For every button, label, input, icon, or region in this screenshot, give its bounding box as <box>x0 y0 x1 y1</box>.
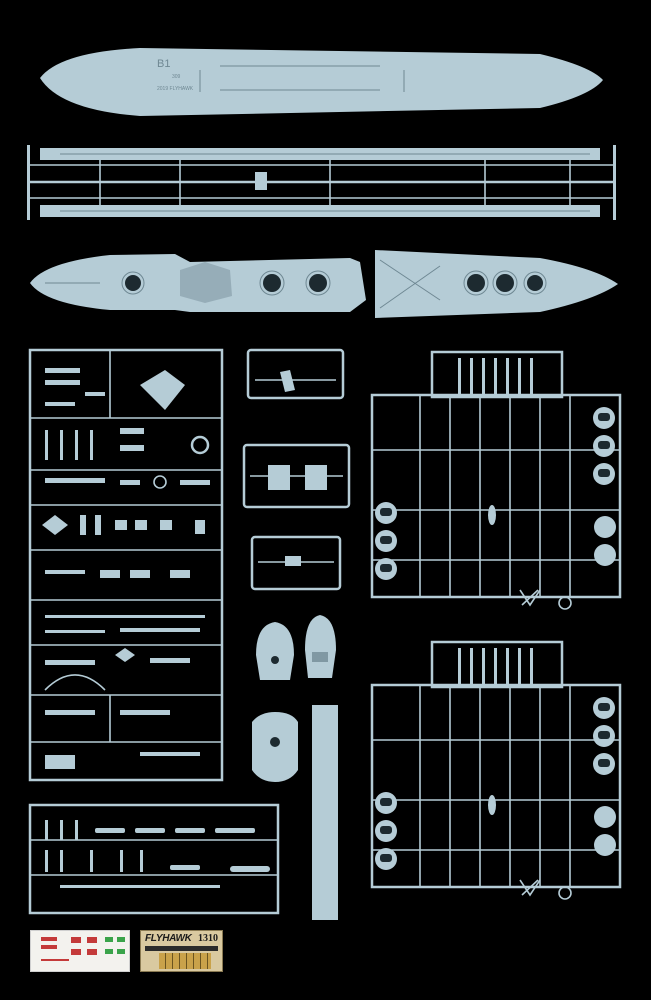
lower-hull-part: B1 309 2019 FLYHAWK <box>40 48 603 116</box>
decal-sheet <box>30 930 130 972</box>
right-upper-sprue <box>370 350 622 610</box>
right-lower-sprue <box>370 640 622 900</box>
etch-grid <box>159 953 211 969</box>
bridge-deck-part <box>252 712 298 782</box>
center-sprue-2 <box>242 443 351 509</box>
clear-rod-part <box>312 705 338 920</box>
turret-top-parts <box>256 615 336 680</box>
etch-strip <box>145 946 218 951</box>
hull-side-sprue <box>27 145 616 220</box>
hull-part-code: B1 <box>157 58 170 70</box>
brand-photo-etch-plate: FLYHAWK 1310 <box>140 930 223 972</box>
bottom-left-sprue <box>28 803 280 915</box>
brand-logo-text: FLYHAWK <box>145 933 192 944</box>
center-sprue-3 <box>250 535 342 591</box>
hull-small-code: 309 <box>172 74 181 80</box>
fore-deck-part <box>375 250 618 318</box>
aft-deck-part <box>30 254 366 312</box>
left-sprue-frame <box>28 348 224 782</box>
center-sprue-1 <box>246 348 345 400</box>
hull-mold-mark: 2019 FLYHAWK <box>157 86 194 92</box>
product-code: 1310 <box>198 933 218 944</box>
